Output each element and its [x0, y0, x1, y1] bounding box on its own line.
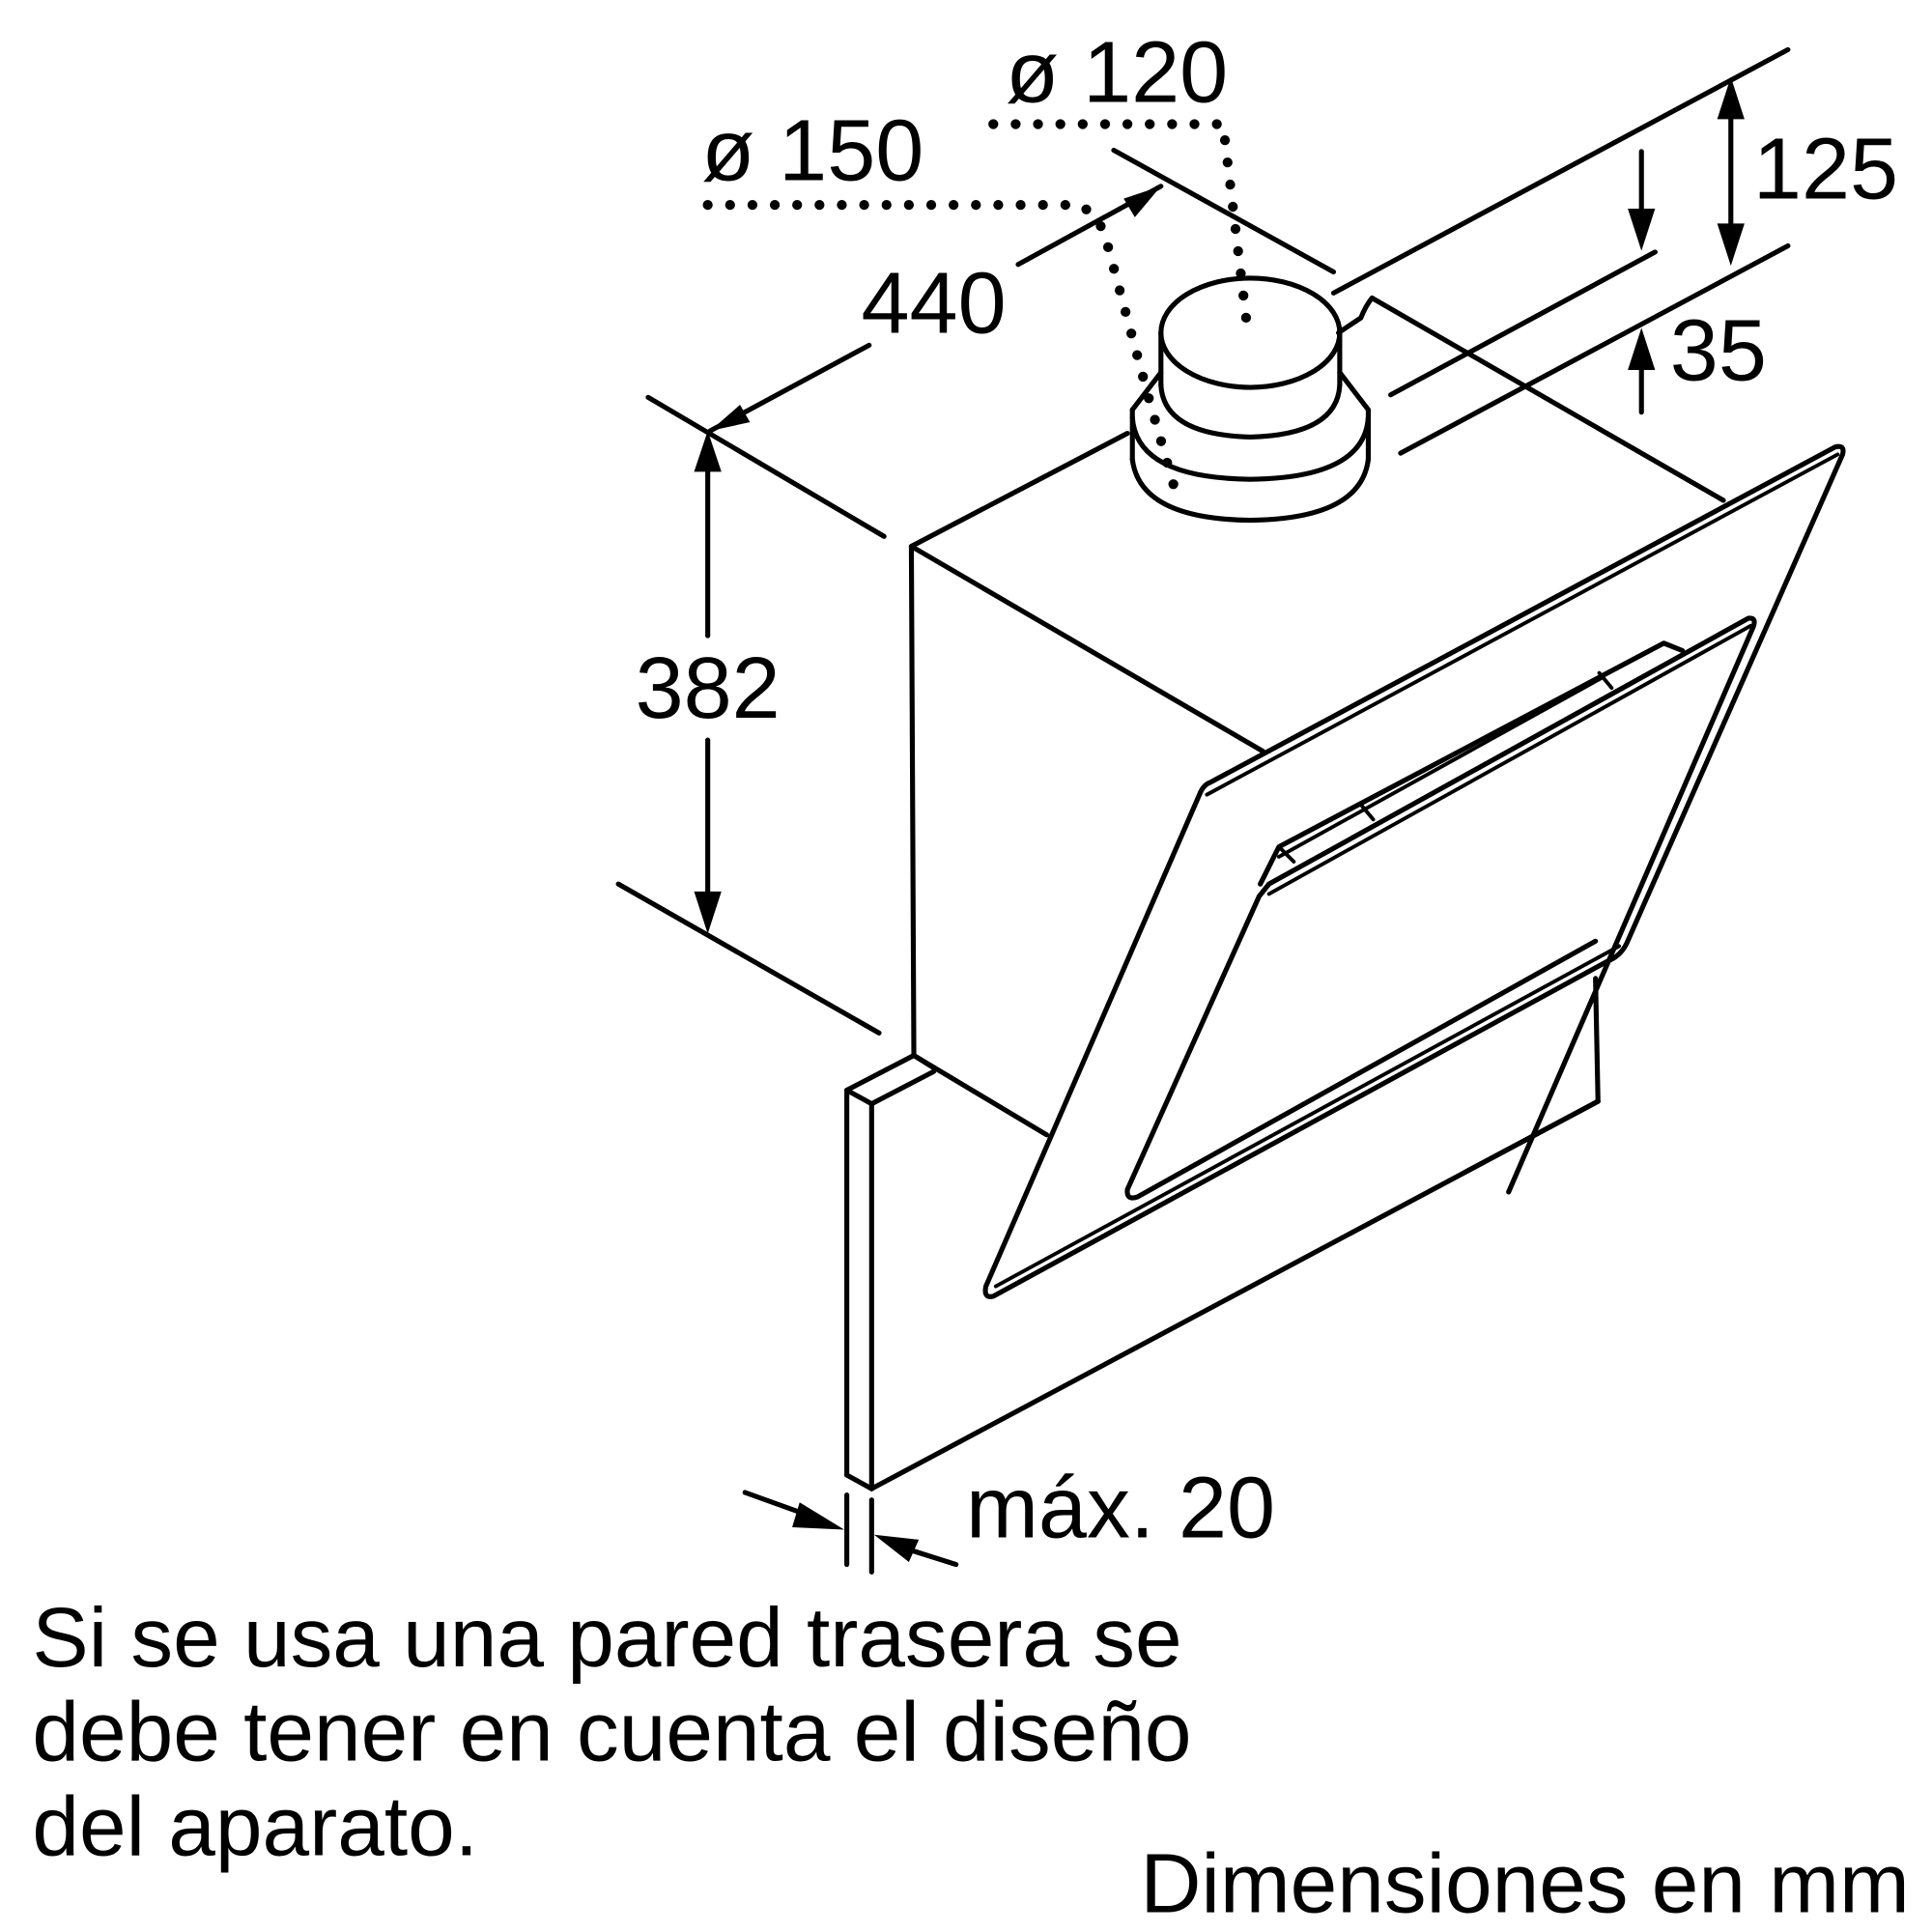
backwall-note: Si se usa una pared trasera se debe tene…	[32, 1590, 1191, 1873]
dimension-440: 440	[645, 147, 1337, 539]
back-wall	[844, 1052, 1601, 1492]
dimension-382: 382	[615, 431, 882, 1036]
note-line-1: Si se usa una pared trasera se	[32, 1590, 1181, 1685]
label-125: 125	[1753, 122, 1898, 218]
dimension-max-20: máx. 20	[742, 1460, 1275, 1575]
label-382: 382	[636, 640, 781, 737]
note-line-2: debe tener en cuenta el diseño	[32, 1685, 1191, 1779]
label-dia-150: ø 150	[701, 102, 923, 199]
glass-panel	[982, 443, 1846, 1299]
duct-collar	[1129, 275, 1372, 524]
label-max-20: máx. 20	[966, 1460, 1275, 1556]
filter-panel	[1124, 615, 1757, 1201]
label-dia-120: ø 120	[1006, 24, 1228, 121]
hood-body	[908, 295, 1726, 1175]
note-line-3: del aparato.	[32, 1778, 478, 1873]
label-440: 440	[862, 255, 1007, 352]
diameter-callouts: ø 150 ø 120	[701, 24, 1253, 490]
label-35: 35	[1670, 302, 1767, 399]
units-label: Dimensiones en mm	[1140, 1835, 1910, 1930]
dimension-125-35: 125 35	[1330, 46, 1898, 456]
